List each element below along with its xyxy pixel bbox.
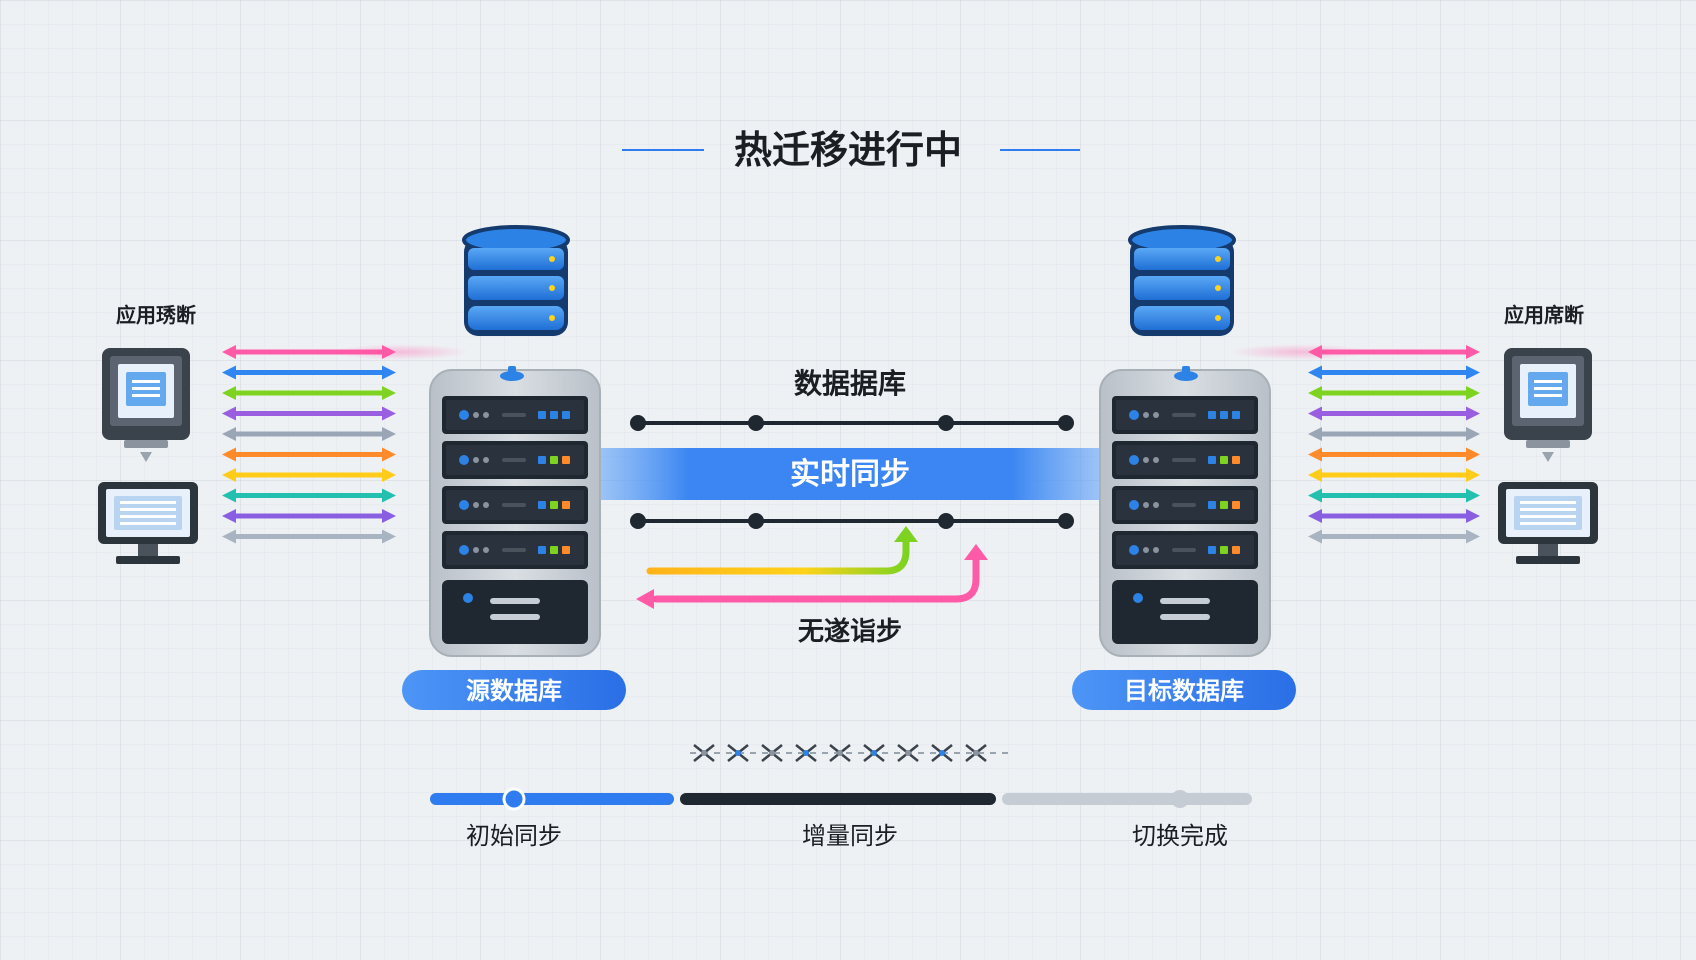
link-arrow [1308, 427, 1480, 441]
rail-node [1058, 513, 1074, 529]
realtime-sync-band [598, 448, 1102, 500]
progress-timeline: 初始同步 增量同步 切换完成 [430, 787, 1252, 850]
timeline-stage-label: 切换完成 [1132, 822, 1228, 850]
server-rack-unit [1112, 441, 1258, 479]
channel-bottom-label: 无遂诣步 [798, 616, 902, 647]
database-icon [1128, 225, 1236, 336]
tablet-icon [102, 348, 190, 462]
link-arrow [222, 447, 396, 462]
link-arrow [1308, 386, 1480, 400]
link-arrow [222, 529, 396, 544]
channel-top-label: 数据据库 [794, 367, 906, 400]
link-arrow [222, 406, 396, 421]
link-arrow [1308, 468, 1480, 482]
connector-glyph [897, 744, 919, 762]
rail-node [938, 513, 954, 529]
connector-glyph [931, 744, 953, 762]
fallback-arrow [636, 544, 988, 609]
server-rack-unit [442, 396, 588, 434]
server-rack-unit [442, 531, 588, 569]
rail-node [748, 415, 764, 431]
timeline-marker [502, 787, 526, 811]
timeline-segment-incremental [680, 793, 996, 805]
link-arrow [222, 365, 396, 380]
timeline-stage-label: 初始同步 [466, 822, 562, 850]
link-arrow [222, 488, 396, 503]
monitor-icon [1498, 482, 1598, 564]
realtime-sync-label: 实时同步 [790, 457, 910, 492]
light-flare-right [1230, 344, 1370, 360]
link-arrows-right [1308, 345, 1480, 544]
timeline-segment-cutover [1002, 793, 1252, 805]
server-base-unit [442, 580, 588, 644]
channel-top-rail [630, 415, 1074, 431]
timeline-stage-label: 增量同步 [802, 822, 898, 850]
incremental-arrow-up [646, 526, 918, 575]
link-arrow [1308, 406, 1480, 421]
target-database-label: 目标数据库 [1124, 677, 1244, 705]
source-database-label: 源数据库 [466, 677, 562, 705]
connector-glyph [761, 744, 783, 762]
rail-node [630, 513, 646, 529]
tablet-icon [1504, 348, 1592, 462]
target-database [1099, 225, 1271, 657]
connector-glyph [795, 744, 817, 762]
client-right: 应用席断 [1498, 303, 1598, 564]
target-database-pill: 目标数据库 [1072, 670, 1296, 710]
database-icon [462, 225, 570, 336]
server-rack-unit [442, 486, 588, 524]
source-database-pill: 源数据库 [402, 670, 626, 710]
rail-node [630, 415, 646, 431]
channel-bottom-rail [630, 513, 1074, 529]
client-left: 应用琇断 [98, 303, 198, 564]
link-arrow [1308, 365, 1480, 380]
link-arrow [1308, 509, 1480, 523]
link-arrow [222, 427, 396, 441]
connector-glyph [829, 744, 851, 762]
page-title: 热迁移进行中 [734, 128, 962, 172]
link-arrows-left [222, 345, 396, 544]
server-rack-unit [1112, 531, 1258, 569]
server-base-unit [1112, 580, 1258, 644]
rail-node [748, 513, 764, 529]
rail-node [938, 415, 954, 431]
server-rack-unit [442, 441, 588, 479]
monitor-icon [98, 482, 198, 564]
server-rack-unit [1112, 486, 1258, 524]
source-database [429, 225, 601, 657]
link-arrow [222, 386, 396, 400]
connector-glyph [863, 744, 885, 762]
server-rack-unit [1112, 396, 1258, 434]
connector-glyph [965, 744, 987, 762]
light-flare-left [330, 344, 470, 360]
connector-glyph [727, 744, 749, 762]
timeline-marker [1171, 790, 1189, 808]
link-arrow [1308, 447, 1480, 462]
timeline-segment-initial [430, 793, 674, 805]
link-arrow [222, 509, 396, 523]
link-arrow [1308, 529, 1480, 544]
rail-node [1058, 415, 1074, 431]
link-arrow [1308, 488, 1480, 503]
client-right-label: 应用席断 [1504, 303, 1584, 327]
connector-glyph-strip [690, 744, 1014, 762]
client-left-label: 应用琇断 [116, 303, 196, 327]
link-arrow [222, 468, 396, 482]
connector-glyph [693, 744, 715, 762]
